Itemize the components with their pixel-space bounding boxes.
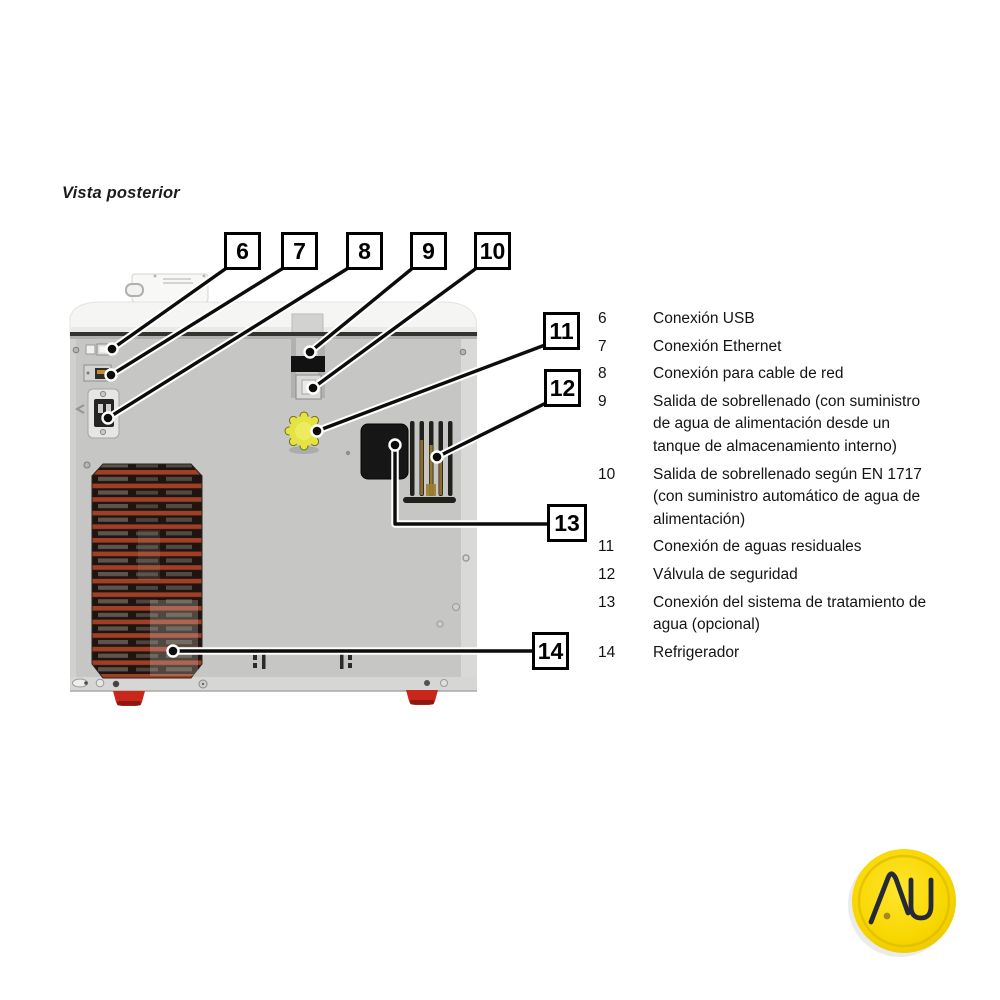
leader-line-12	[430, 399, 550, 464]
legend-number: 14	[598, 643, 616, 661]
legend-number: 10	[598, 465, 616, 483]
wastewater-knob	[284, 411, 324, 454]
safety-valve-vents	[403, 421, 456, 503]
legend: 6 Conexión USB 7 Conexión Ethernet 8 Con…	[598, 308, 976, 669]
leader-line-14	[166, 644, 538, 658]
overflow-outlet-internal-tank	[291, 356, 325, 372]
ethernet-port	[83, 364, 112, 382]
legend-description: Refrigerador	[653, 643, 740, 661]
leader-line-11	[310, 341, 549, 438]
callout-box-7: 7	[281, 232, 318, 270]
leader-line-6	[105, 263, 232, 356]
page-title: Vista posterior	[62, 184, 180, 202]
legend-item-7: 7 Conexión Ethernet	[598, 336, 976, 359]
leader-line-13	[388, 438, 553, 528]
machine-base	[70, 677, 477, 706]
legend-number: 8	[598, 365, 607, 383]
legend-description: Conexión para cable de red	[653, 365, 844, 383]
legend-description: Válvula de seguridad	[653, 565, 798, 583]
legend-item-8: 8 Conexión para cable de red	[598, 363, 976, 386]
leader-line-7	[104, 263, 289, 382]
refrigerator-coils	[91, 463, 203, 679]
coin-ring	[857, 854, 951, 948]
legend-description: Conexión Ethernet	[653, 337, 782, 355]
leader-line-10	[306, 263, 482, 395]
leader-line-9	[303, 263, 418, 359]
legend-item-10: 10 Salida de sobrellenado según EN 1717 …	[598, 464, 976, 532]
legend-item-9: 9 Salida de sobrellenado (con suministro…	[598, 391, 976, 459]
legend-number: 13	[598, 593, 616, 611]
au-logo	[848, 849, 956, 957]
legend-number: 12	[598, 565, 616, 583]
legend-item-14: 14 Refrigerador	[598, 642, 976, 665]
leader-line-8	[101, 263, 354, 425]
callout-box-14: 14	[532, 632, 569, 670]
callout-box-13: 13	[547, 504, 587, 542]
callout-box-11: 11	[543, 312, 580, 350]
leader-lines	[101, 263, 553, 658]
au-monogram	[868, 871, 934, 925]
legend-number: 6	[598, 310, 607, 327]
legend-description: Conexión USB	[653, 310, 755, 327]
legend-number: 9	[598, 392, 607, 410]
callout-box-12: 12	[544, 369, 581, 407]
water-treatment-port	[360, 423, 409, 480]
legend-description: Conexión de aguas residuales	[653, 538, 862, 556]
legend-number: 7	[598, 337, 607, 355]
monogram-dot	[883, 912, 891, 920]
keyhole-slots	[253, 653, 352, 669]
legend-item-13: 13 Conexión del sistema de tratamiento d…	[598, 592, 976, 637]
legend-item-11: 11 Conexión de aguas residuales	[598, 536, 976, 559]
callout-box-10: 10	[474, 232, 511, 270]
callout-box-9: 9	[410, 232, 447, 270]
legend-description: Conexión del sistema de tratamiento de a…	[653, 593, 927, 634]
legend-item-12: 12 Válvula de seguridad	[598, 564, 976, 587]
legend-item-6: 6 Conexión USB	[598, 308, 976, 331]
callout-box-8: 8	[346, 232, 383, 270]
legend-description: Salida de sobrellenado según EN 1717 (co…	[653, 465, 922, 528]
panel-screws	[72, 346, 470, 628]
legend-number: 11	[598, 538, 615, 556]
callout-box-6: 6	[224, 232, 261, 270]
legend-description: Salida de sobrellenado (con suministro d…	[653, 392, 921, 455]
